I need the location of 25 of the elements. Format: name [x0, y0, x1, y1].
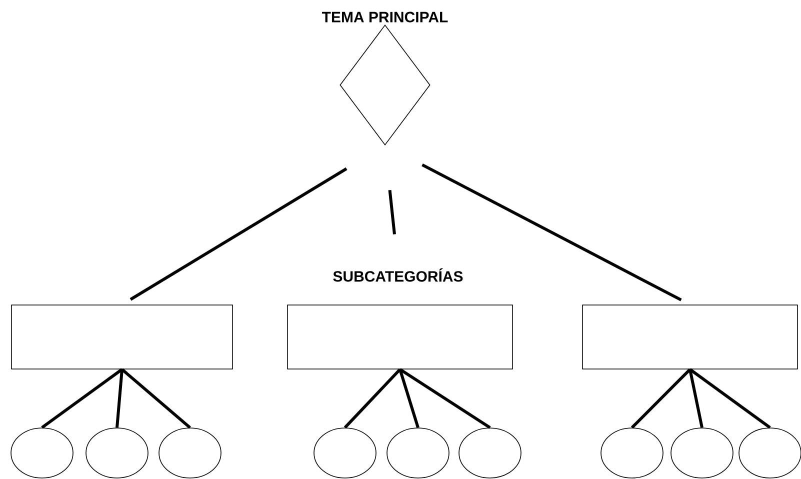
item-ellipse — [458, 428, 522, 478]
connector-line — [388, 190, 396, 234]
item-ellipse — [10, 428, 74, 478]
item-ellipse — [670, 428, 734, 478]
subcategory-box — [582, 304, 798, 370]
item-ellipse — [86, 428, 148, 478]
subcategory-box — [11, 304, 233, 370]
item-ellipse — [158, 428, 222, 478]
connector-line — [422, 164, 682, 302]
connector-line — [399, 368, 491, 429]
connector-line — [630, 368, 692, 429]
item-ellipse — [314, 428, 376, 478]
section-label: SUBCATEGORÍAS — [333, 268, 463, 282]
connector-line — [688, 369, 704, 428]
connector-line — [116, 369, 124, 428]
connector-line — [689, 368, 771, 429]
connector-line — [398, 368, 420, 428]
connector-line — [344, 368, 402, 429]
connector-line — [41, 368, 123, 429]
item-ellipse — [600, 428, 664, 478]
connector-line — [121, 368, 191, 429]
item-ellipse — [386, 428, 450, 478]
connector-line — [130, 167, 348, 301]
node-label: TEMA PRINCIPAL — [322, 12, 448, 22]
subcategory-box — [287, 304, 513, 370]
